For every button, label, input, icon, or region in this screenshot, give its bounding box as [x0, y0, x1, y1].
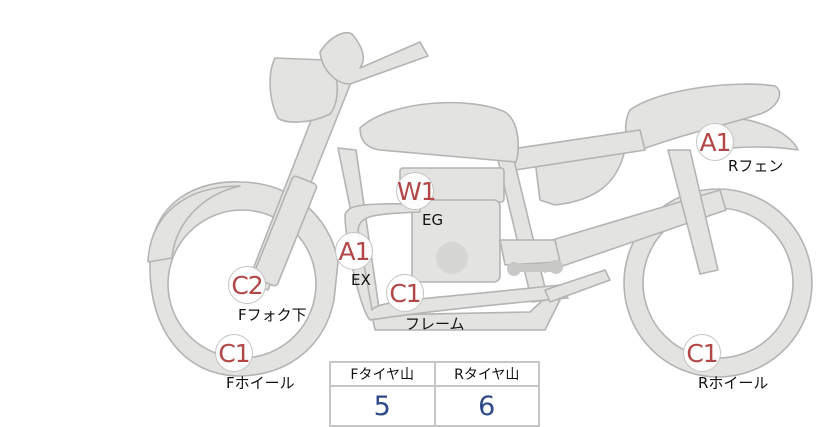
- label-front-wheel: Fホイール: [226, 374, 295, 392]
- label-rear-fender: Rフェン: [728, 157, 784, 175]
- label-rear-wheel: Rホイール: [698, 374, 769, 392]
- rear-tire-tread-header: Rタイヤ山: [433, 361, 540, 387]
- grade-marker-front-fork-lower[interactable]: C2: [228, 266, 266, 304]
- grade-marker-exhaust[interactable]: A1: [335, 232, 373, 270]
- fuel-tank-shape: [359, 101, 520, 163]
- grade-marker-front-wheel[interactable]: C1: [215, 334, 253, 372]
- front-tire-tread-value: 5: [329, 385, 436, 427]
- label-exhaust: EX: [351, 271, 371, 289]
- handlebar-shape: [319, 32, 429, 85]
- rear-shock-shape: [667, 149, 719, 275]
- tire-tread-value-row: 5 6: [329, 385, 540, 427]
- grade-marker-engine[interactable]: W1: [396, 172, 437, 210]
- tire-tread-header-row: Fタイヤ山 Rタイヤ山: [329, 361, 540, 387]
- tire-tread-table: Fタイヤ山 Rタイヤ山 5 6: [329, 361, 540, 427]
- footpeg-shape: [507, 260, 563, 276]
- rear-wheel-shape: [623, 188, 813, 378]
- rear-tire-tread-value: 6: [433, 385, 540, 427]
- grade-marker-rear-wheel[interactable]: C1: [683, 334, 721, 372]
- label-front-fork-lower: Fフォク下: [238, 306, 307, 324]
- grade-marker-rear-fender[interactable]: A1: [696, 123, 734, 161]
- front-fender-shape: [147, 185, 241, 263]
- grade-marker-frame[interactable]: C1: [386, 274, 424, 312]
- label-engine: EG: [422, 211, 444, 229]
- front-tire-tread-header: Fタイヤ山: [329, 361, 436, 387]
- label-frame: フレーム: [405, 315, 465, 333]
